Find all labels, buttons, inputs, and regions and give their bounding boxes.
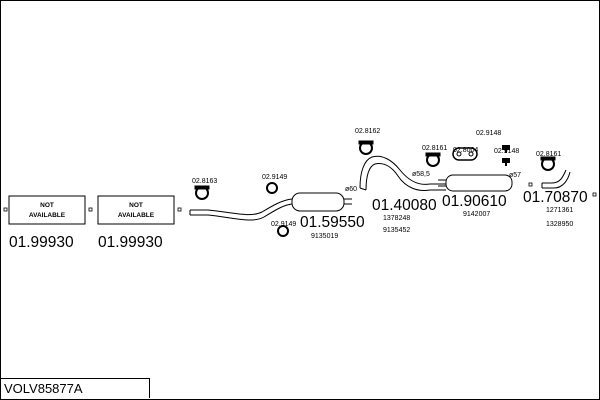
part-code: 01.99930: [98, 234, 163, 251]
fitting-clamp-5: [425, 152, 441, 167]
fitting-code: 02.8004: [453, 147, 478, 154]
fitting-code: 02.9149: [262, 174, 287, 181]
front-pipe: [189, 198, 293, 221]
not-available-box-2: NOT AVAILABLE: [97, 195, 175, 225]
fitting-code: 02.8161: [422, 145, 447, 152]
fitting-clamp-3: [277, 225, 289, 237]
part-code: 01.99930: [9, 234, 74, 251]
not-available-line-1: NOT: [129, 202, 143, 209]
connector-dot: [3, 207, 8, 212]
not-available-box-1: NOT AVAILABLE: [8, 195, 86, 225]
rear-silencer: [438, 174, 513, 192]
model-code: VOLV85877A: [0, 378, 150, 398]
part-code: 01.70870: [523, 189, 588, 206]
oe-number: 1328950: [546, 221, 573, 228]
oe-number: 9142007: [463, 211, 490, 218]
fitting-clamp-2: [266, 182, 278, 194]
fitting-rubber-2: [502, 158, 510, 166]
not-available-line-1: NOT: [40, 202, 54, 209]
centre-silencer: [291, 192, 352, 212]
fitting-code: 02.8162: [355, 128, 380, 135]
diameter-label: ø57: [509, 172, 521, 179]
connector-dot: [592, 192, 597, 197]
part-code: 01.40080: [372, 197, 437, 214]
oe-number: 1271361: [546, 207, 573, 214]
diameter-label: ø58,5: [412, 171, 430, 178]
oe-number: 1378248: [383, 215, 410, 222]
not-available-line-2: AVAILABLE: [29, 212, 66, 219]
part-code: 01.59550: [300, 214, 365, 231]
fitting-hanger-rubber: [452, 147, 478, 161]
fitting-clamp-1: [194, 185, 210, 200]
connector-dot: [177, 207, 182, 212]
intermediate-pipe: [359, 155, 446, 191]
fitting-code: 02.9148: [476, 130, 501, 137]
fitting-code: 02.9148: [494, 148, 519, 155]
diameter-label: ø60: [345, 186, 357, 193]
fitting-code: 02.8163: [192, 178, 217, 185]
not-available-line-2: AVAILABLE: [118, 212, 155, 219]
fitting-clamp-6: [540, 156, 556, 171]
oe-number: 9135452: [383, 227, 410, 234]
tail-pipe: [541, 169, 571, 189]
fitting-code: 02.8161: [536, 151, 561, 158]
oe-number: 9135019: [311, 233, 338, 240]
connector-dot: [88, 207, 93, 212]
fitting-clamp-4: [358, 140, 374, 155]
fitting-rubber-1: [502, 145, 510, 153]
part-code: 01.90610: [442, 193, 507, 210]
connector-dot: [528, 182, 533, 187]
fitting-code: 02.9149: [271, 221, 296, 228]
